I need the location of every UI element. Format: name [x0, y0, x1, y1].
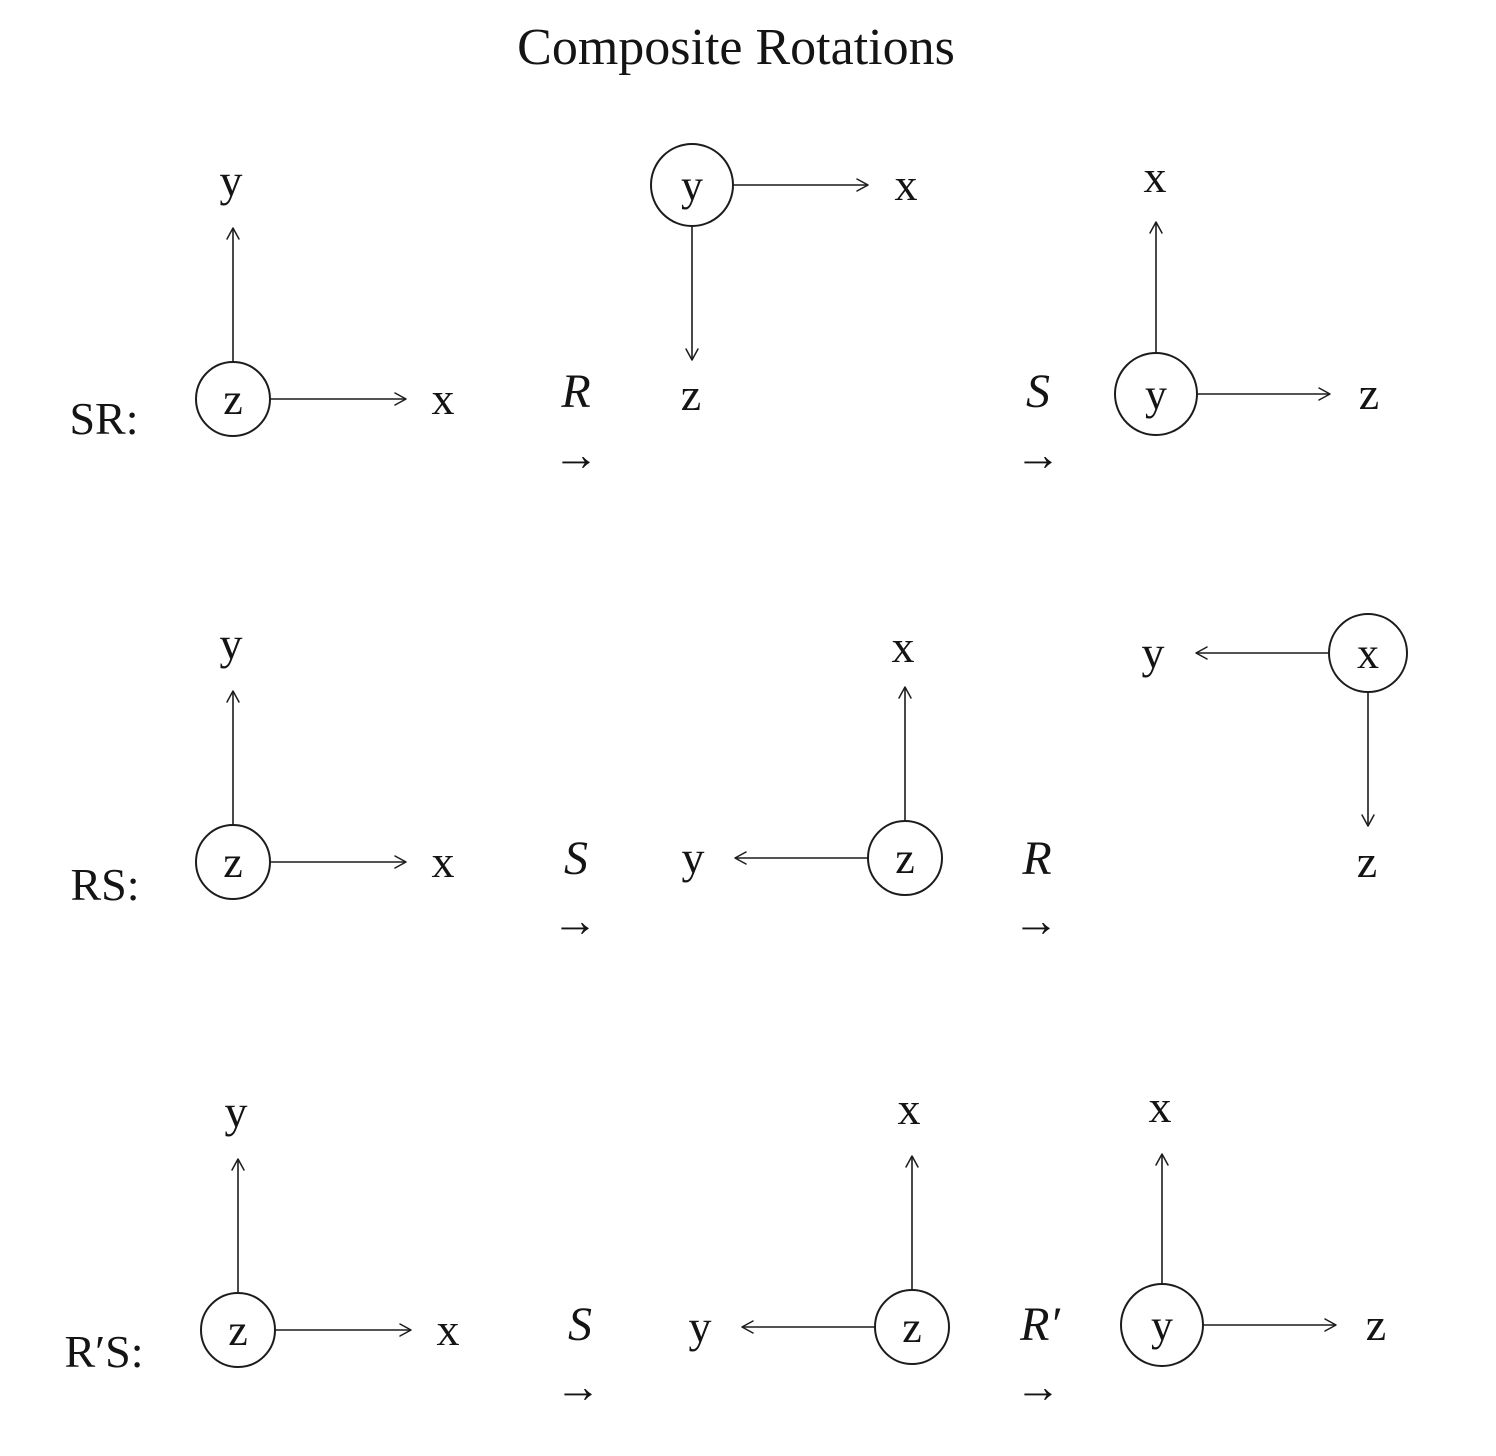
out-of-page-axis-circle: [1120, 1283, 1204, 1367]
axis-label-right: x: [895, 159, 918, 210]
transition-arrow-icon: →: [555, 1361, 601, 1412]
out-of-page-axis-circle: [1114, 352, 1198, 436]
transition-symbol: S: [564, 832, 588, 885]
transition-symbol: R: [560, 365, 590, 418]
frame: x y z: [689, 1083, 950, 1365]
transition-arrow-icon: →: [1015, 1361, 1061, 1412]
page-title: Composite Rotations: [517, 19, 955, 76]
out-of-page-axis-label: x: [1357, 629, 1379, 678]
out-of-page-axis-label: y: [1145, 370, 1167, 419]
axis-label-right: x: [432, 836, 455, 887]
axis-label-right: x: [432, 373, 455, 424]
transition-symbol: R: [1021, 832, 1051, 885]
transition-arrow-icon: →: [553, 429, 599, 480]
axis-label-up: x: [1144, 151, 1167, 202]
frame: y x z: [195, 618, 455, 900]
row-label-rprime-s: R′S:: [64, 1326, 143, 1377]
out-of-page-axis-circle: [195, 361, 271, 437]
axis-label-right: z: [1366, 1299, 1386, 1350]
axis-label-up: x: [898, 1083, 921, 1134]
out-of-page-axis-label: z: [895, 834, 915, 883]
out-of-page-axis-label: y: [681, 161, 703, 210]
axis-label-up: x: [1149, 1081, 1172, 1132]
axis-label-down: z: [1357, 836, 1377, 887]
transition-symbol: S: [568, 1298, 592, 1351]
transition-symbol: R′: [1019, 1298, 1061, 1351]
out-of-page-axis-label: z: [902, 1303, 922, 1352]
row-label-sr: SR:: [69, 393, 138, 444]
transition-symbol: S: [1026, 365, 1050, 418]
out-of-page-axis-label: z: [228, 1306, 248, 1355]
frame: y z x: [1142, 613, 1408, 887]
out-of-page-axis-label: z: [223, 375, 243, 424]
axis-label-right: x: [437, 1304, 460, 1355]
axis-label-left: y: [1142, 627, 1165, 678]
row-label-rs: RS:: [70, 859, 139, 910]
out-of-page-axis-circle: [874, 1289, 950, 1365]
out-of-page-axis-circle: [1328, 613, 1408, 693]
out-of-page-axis-circle: [200, 1292, 276, 1368]
frame: y x z: [200, 1086, 460, 1368]
out-of-page-axis-label: z: [223, 838, 243, 887]
axis-label-up: y: [225, 1086, 248, 1137]
out-of-page-axis-circle: [195, 824, 271, 900]
axis-label-right: z: [1359, 368, 1379, 419]
frame: x y z: [682, 621, 943, 896]
frame: x z y: [650, 143, 918, 420]
axis-label-up: y: [220, 618, 243, 669]
axis-label-left: y: [682, 832, 705, 883]
axis-label-up: x: [892, 621, 915, 672]
out-of-page-axis-label: y: [1151, 1301, 1173, 1350]
transition-arrow-icon: →: [552, 895, 598, 946]
axis-label-up: y: [220, 155, 243, 206]
frame: y x z: [195, 155, 455, 437]
transition-arrow-icon: →: [1013, 895, 1059, 946]
frame: x z y: [1120, 1081, 1386, 1367]
transition-arrow-icon: →: [1015, 429, 1061, 480]
axis-label-left: y: [689, 1301, 712, 1352]
frame: x z y: [1114, 151, 1379, 436]
out-of-page-axis-circle: [650, 143, 734, 227]
axis-label-down: z: [681, 369, 701, 420]
out-of-page-axis-circle: [867, 820, 943, 896]
